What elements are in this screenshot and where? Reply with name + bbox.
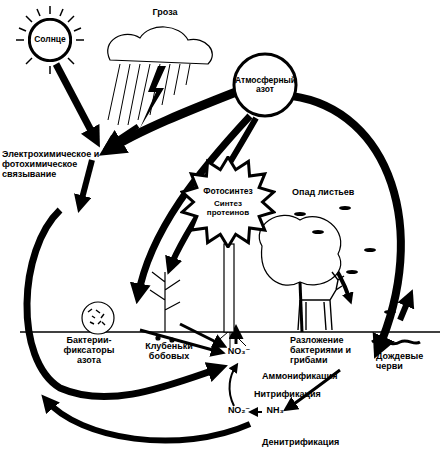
earthworm [372, 340, 420, 343]
cloud-outline [108, 27, 213, 64]
chemical-formula: NO₂⁻ [226, 406, 252, 416]
falling-leaves [294, 206, 396, 314]
node-shape [182, 157, 274, 247]
node-title: Атмосферный азот [235, 76, 295, 95]
nitrification-arrow [230, 366, 236, 406]
tree-canopy [259, 215, 340, 285]
nitrite-arrow [252, 411, 262, 413]
process-label: Опад листьев [292, 188, 372, 198]
process-label: Электрохимическое и фотохимическое связы… [2, 150, 102, 180]
process-label: Разложение бактериями и грибами [290, 336, 368, 366]
weather-label: Гроза [140, 8, 190, 18]
nitrogen-to-fixation-arrow [108, 92, 236, 150]
left-loop-arrow [27, 210, 220, 397]
organism-label: Бактерии-фиксаторы азота [56, 336, 122, 366]
chemical-formula: NO₃⁻ [224, 347, 254, 357]
worm-arrow [400, 296, 410, 320]
fixation-down-arrow [80, 160, 92, 206]
legume-plant [150, 272, 180, 342]
cycle-arrows [27, 64, 410, 441]
node-subtitle: Синтез протеинов [193, 200, 263, 218]
node-title: Фотосинтез [203, 187, 253, 196]
nitrogen-fixing-bacteria [82, 302, 114, 334]
thunder-cloud [108, 27, 213, 128]
node-shape [234, 54, 296, 116]
node-title: Солнце [34, 35, 66, 44]
nitrogen-circle: Атмосферный азот [232, 52, 298, 118]
photosynthesis-star: ФотосинтезСинтез протеинов [180, 156, 276, 248]
process-label: Аммонификация [262, 372, 358, 382]
organism-label: Клубеньки бобовых [138, 342, 200, 362]
process-label: Нитрификация [254, 390, 344, 400]
sun-arrow [56, 64, 96, 140]
small-tree-trunk [300, 282, 302, 332]
chemical-formula: NH₃ [262, 406, 288, 416]
tree-trunk [224, 244, 234, 332]
node-shape [29, 19, 70, 60]
organism-label: Дождевые черви [376, 352, 436, 372]
denitrification-arrow [46, 400, 250, 441]
deer [298, 272, 344, 330]
sun-circle: Солнце [28, 18, 72, 62]
process-label: Денитрификация [262, 438, 372, 448]
sun-rays [16, 6, 84, 74]
tree-roots [214, 332, 246, 348]
